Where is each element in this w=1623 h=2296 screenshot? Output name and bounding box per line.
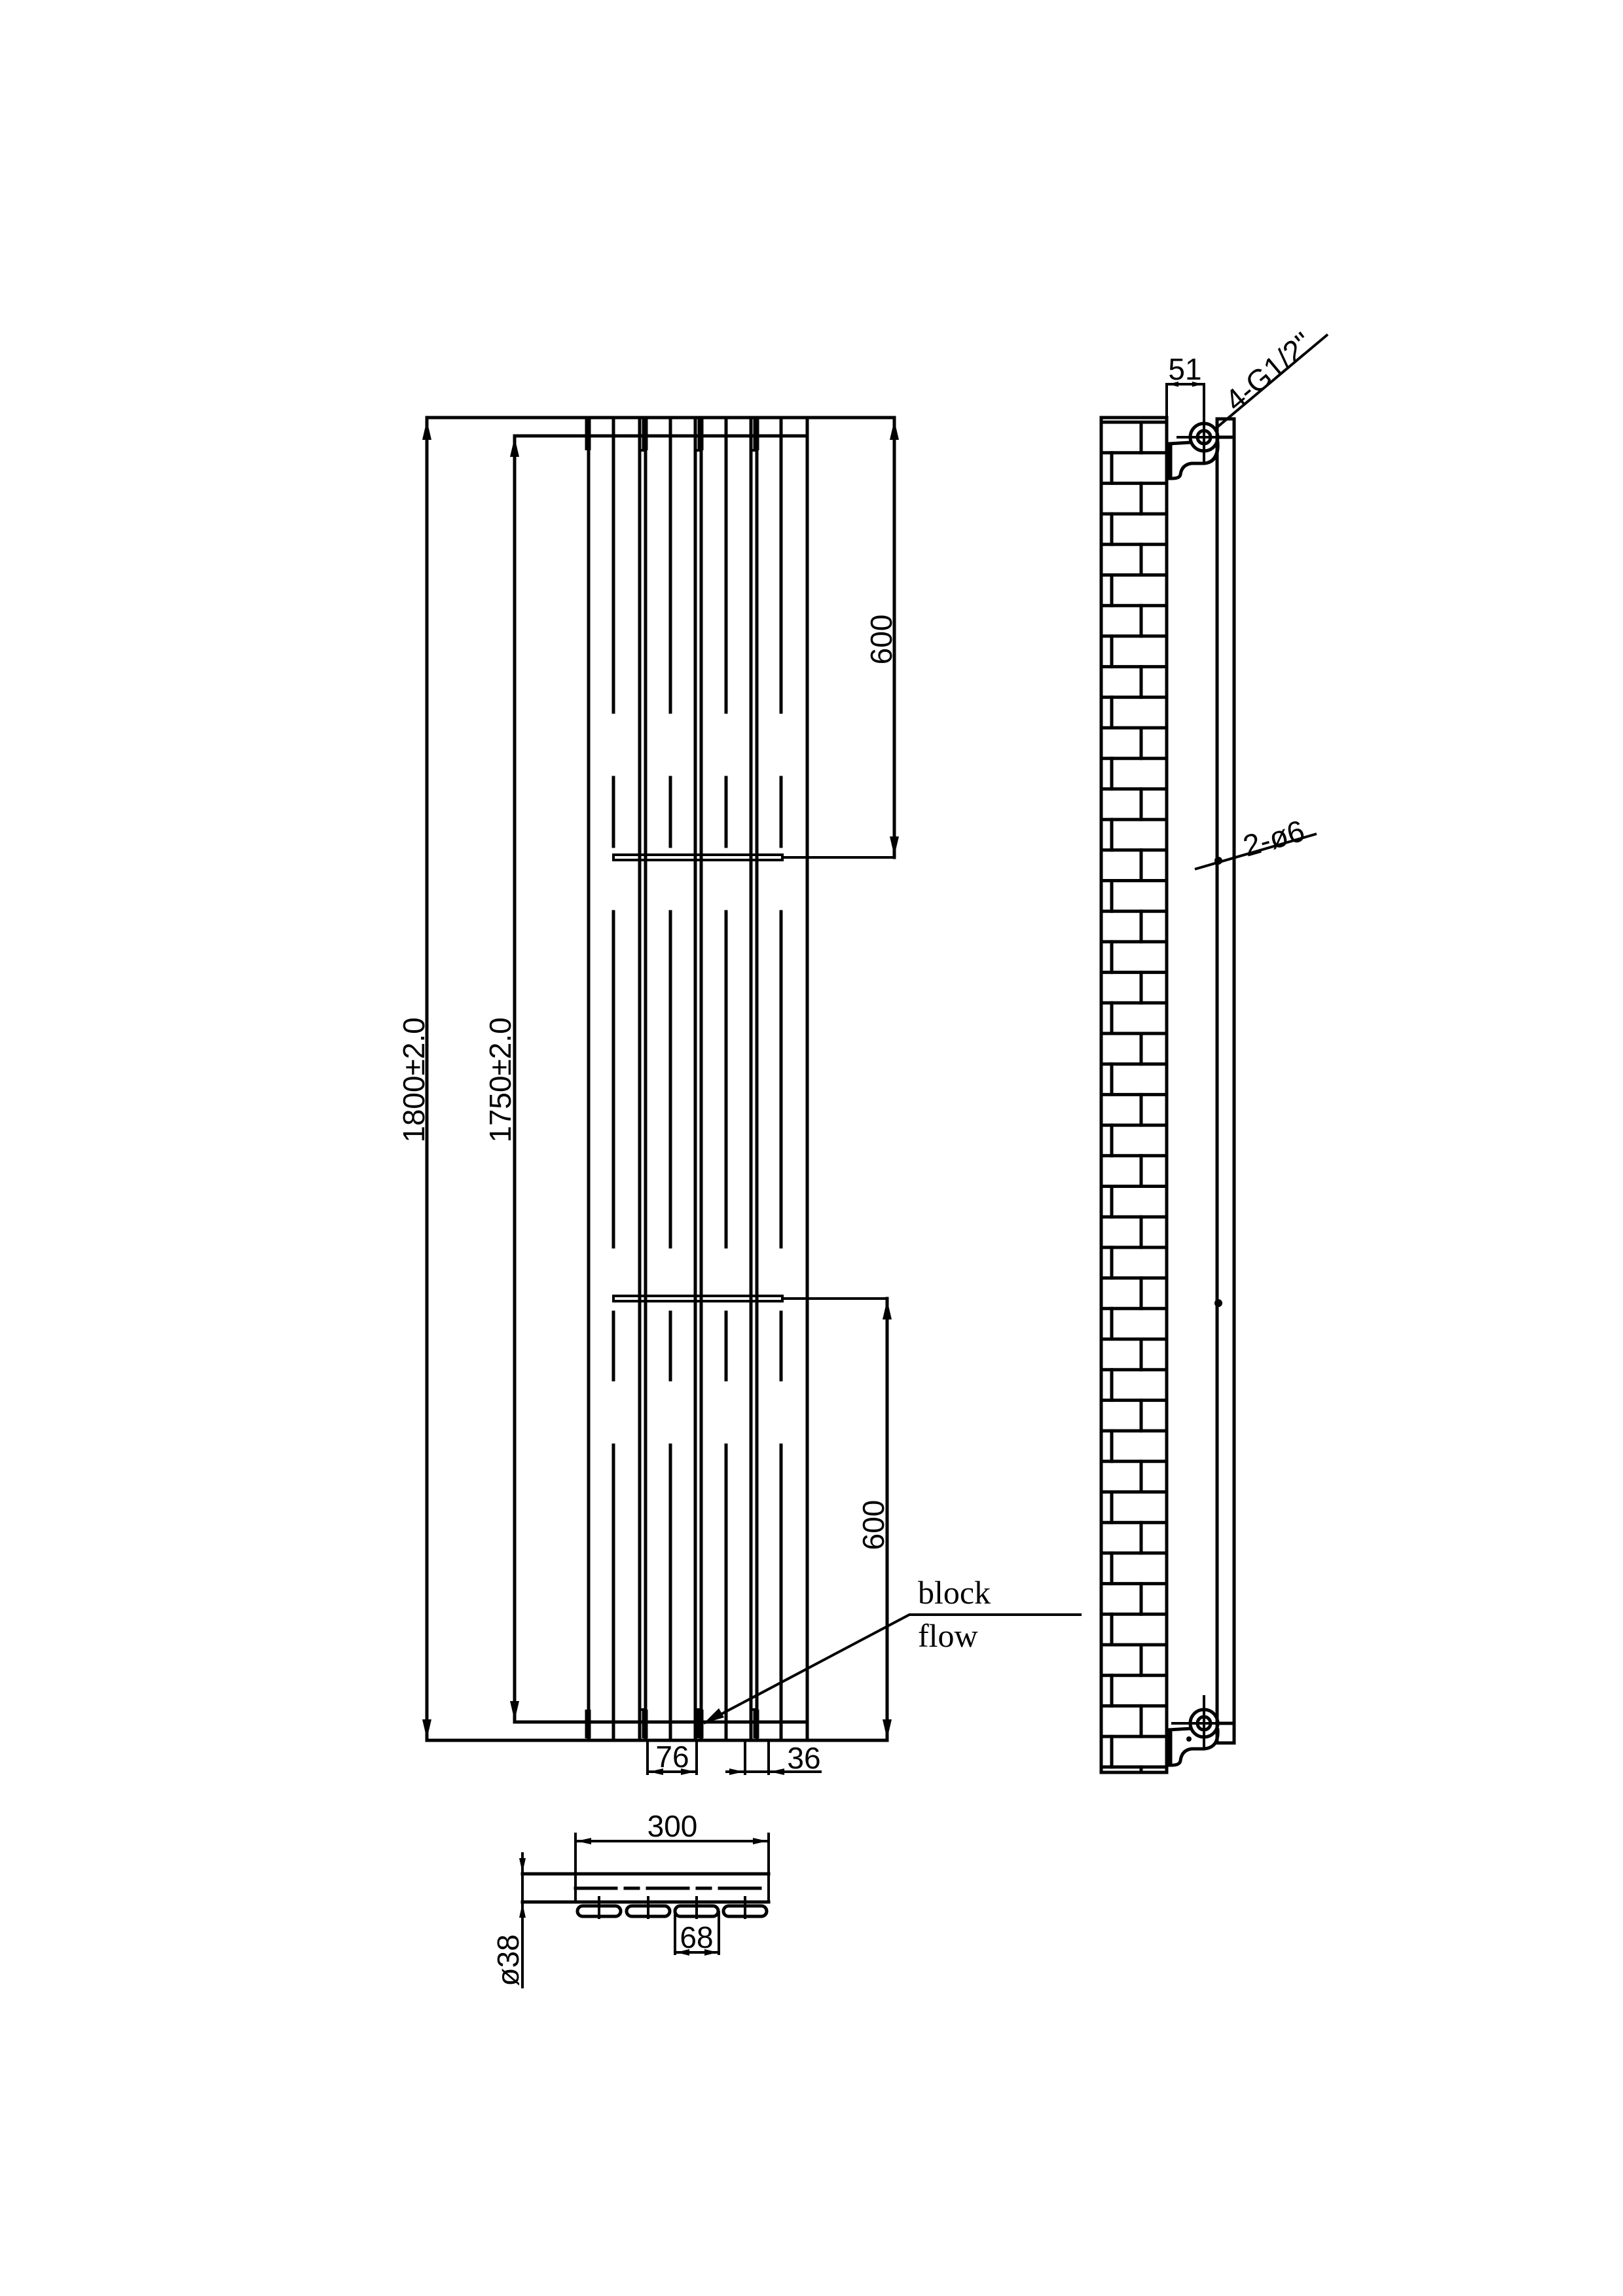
top-wall-bracket [612, 853, 894, 861]
leader-line [703, 1613, 1082, 1725]
note-flow: flow [918, 1617, 978, 1654]
arrowhead [883, 1719, 892, 1739]
arrowhead [890, 836, 899, 856]
bottom-wall-bracket [612, 1295, 887, 1302]
side-view: 51 4-G1/2" 2-ø6 [1099, 325, 1329, 1774]
bracket-outline [1167, 440, 1220, 480]
connections-label: 4-G1/2" [1218, 325, 1319, 418]
leader-line [1194, 833, 1317, 870]
blocked-pipe [696, 1710, 702, 1738]
arrowhead [510, 1701, 519, 1721]
front-view: 1800±2.0 1750±2.0 600 600 block flow [397, 416, 1082, 1775]
dimension-bottom-bracket: 600 [856, 1297, 892, 1742]
arrowhead [577, 1838, 591, 1844]
arrowhead [519, 1903, 526, 1918]
fixing-holes-callout: 2-ø6 [1194, 814, 1317, 1307]
radiator-columns [585, 416, 809, 1742]
bottom-bracket-label: 600 [856, 1500, 890, 1551]
fixing-holes-label: 2-ø6 [1239, 814, 1308, 863]
overall-height-label: 1800±2.0 [397, 1017, 431, 1143]
dimension-column-pitch: 76 [646, 1740, 698, 1775]
arrowhead [1168, 382, 1178, 387]
dimension-top-bracket: 600 [864, 417, 899, 859]
arrowhead [681, 1768, 695, 1775]
bracket-outline [1167, 1727, 1220, 1767]
top-bracket-label: 600 [864, 615, 898, 665]
block-flow-note: block flow [696, 1574, 1082, 1738]
column-width-label: 36 [787, 1741, 820, 1775]
note-block: block [918, 1574, 991, 1611]
arrowhead [676, 1949, 689, 1956]
column-sections [575, 1896, 769, 1919]
dimension-overall-height: 1800±2.0 [397, 417, 431, 1742]
arrowhead [753, 1838, 767, 1844]
column-pitch-label: 76 [655, 1740, 689, 1774]
column-spacing-label: 68 [680, 1920, 713, 1954]
arrowhead [422, 420, 431, 440]
centre-height-label: 1750±2.0 [483, 1017, 517, 1143]
arrowhead [1192, 382, 1203, 387]
leader-line [1216, 333, 1329, 428]
dimension-wall-offset: 51 [1165, 352, 1205, 422]
top-pipe-connection [1166, 422, 1220, 480]
arrowhead [649, 1768, 663, 1775]
dimension-centre-height: 1750±2.0 [483, 434, 519, 1724]
arrowhead [770, 1768, 784, 1775]
brick-wall [1099, 416, 1169, 1774]
arrowhead [883, 1300, 892, 1319]
dimension-column-width: 36 [725, 1740, 822, 1775]
radiator-side-profile [1215, 417, 1236, 1745]
arrowhead [729, 1768, 744, 1775]
top-view: 300 68 ø38 [491, 1809, 771, 1988]
arrowhead [890, 420, 899, 440]
arrowhead [422, 1719, 431, 1739]
arrowhead [704, 1708, 724, 1723]
pipe-diameter-label: ø38 [491, 1934, 525, 1986]
arrowhead [510, 437, 519, 457]
arrowhead [519, 1858, 526, 1873]
arrowhead [704, 1949, 718, 1956]
bracket-screw [1186, 1736, 1192, 1742]
bottom-pipe-connection [1166, 1695, 1235, 1767]
fixing-hole-bottom [1214, 1299, 1222, 1307]
connections-callout: 4-G1/2" [1216, 325, 1329, 428]
wall-offset-label: 51 [1168, 352, 1201, 386]
overall-width-label: 300 [647, 1809, 698, 1843]
